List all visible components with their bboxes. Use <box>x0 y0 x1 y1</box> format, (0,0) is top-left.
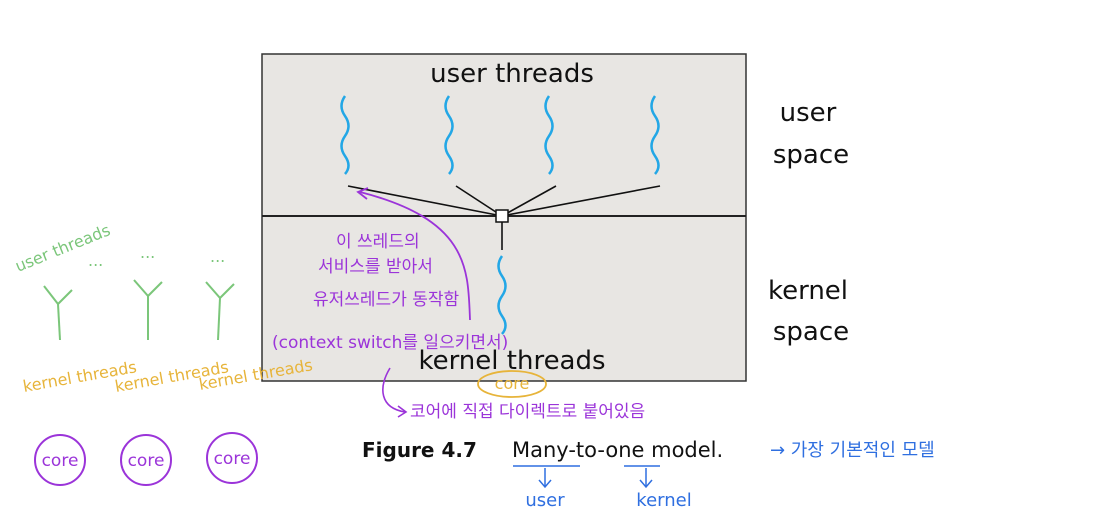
green-tree-3 <box>205 281 235 341</box>
one-down-arrow <box>639 479 653 489</box>
user-thread-4 <box>650 95 660 175</box>
note-line-4: (context switch를 일으키면서) <box>272 333 508 353</box>
ellipsis-1: ... <box>88 251 103 270</box>
svg-text:core: core <box>214 449 251 469</box>
user-threads-label: user threads <box>430 59 594 89</box>
core-oval <box>477 370 547 398</box>
core-circle-3: core <box>206 432 258 484</box>
note-line-2: 서비스를 받아서 <box>318 257 433 277</box>
connector-line-3 <box>501 185 557 217</box>
connector-line-1 <box>347 185 503 217</box>
core-circle-2: core <box>120 434 172 486</box>
figure-number: Figure 4.7 <box>362 438 477 462</box>
user-space-label-line1: user <box>780 98 837 128</box>
one-label: kernel <box>636 490 691 511</box>
user-thread-1 <box>340 95 350 175</box>
direct-note-arrow <box>382 367 406 413</box>
direct-note-arrowhead <box>397 405 408 418</box>
svg-text:core: core <box>42 451 79 471</box>
basic-model-note: → 가장 기본적인 모델 <box>770 440 935 461</box>
ellipsis-2: ... <box>140 243 155 262</box>
many-label: user <box>525 490 565 511</box>
direct-note: 코어에 직접 다이렉트로 붙어있음 <box>410 402 645 422</box>
ellipsis-3: ... <box>210 247 225 266</box>
core-label: core <box>495 374 530 393</box>
svg-text:core: core <box>128 451 165 471</box>
note-line-1: 이 쓰레드의 <box>336 232 420 252</box>
green-tree-2 <box>133 279 163 340</box>
green-tree-1 <box>43 285 73 341</box>
purple-arrowhead <box>356 187 369 200</box>
user-thread-3 <box>544 95 554 175</box>
user-space-label-line2: space <box>773 140 849 170</box>
kernel-space-label-line2: space <box>773 317 849 347</box>
kernel-space-label-line1: kernel <box>768 276 848 306</box>
note-line-3: 유저쓰레드가 동작함 <box>313 290 460 310</box>
kernel-thread <box>497 255 507 335</box>
figure-caption: Many-to-one model. <box>512 438 723 462</box>
purple-arrow <box>359 191 471 321</box>
connector-line-4 <box>501 185 661 217</box>
many-down-arrow <box>538 479 552 489</box>
user-thread-2 <box>444 95 454 175</box>
mapping-hub <box>495 209 509 223</box>
core-circle-1: core <box>34 434 86 486</box>
connector-line-2 <box>455 185 503 217</box>
